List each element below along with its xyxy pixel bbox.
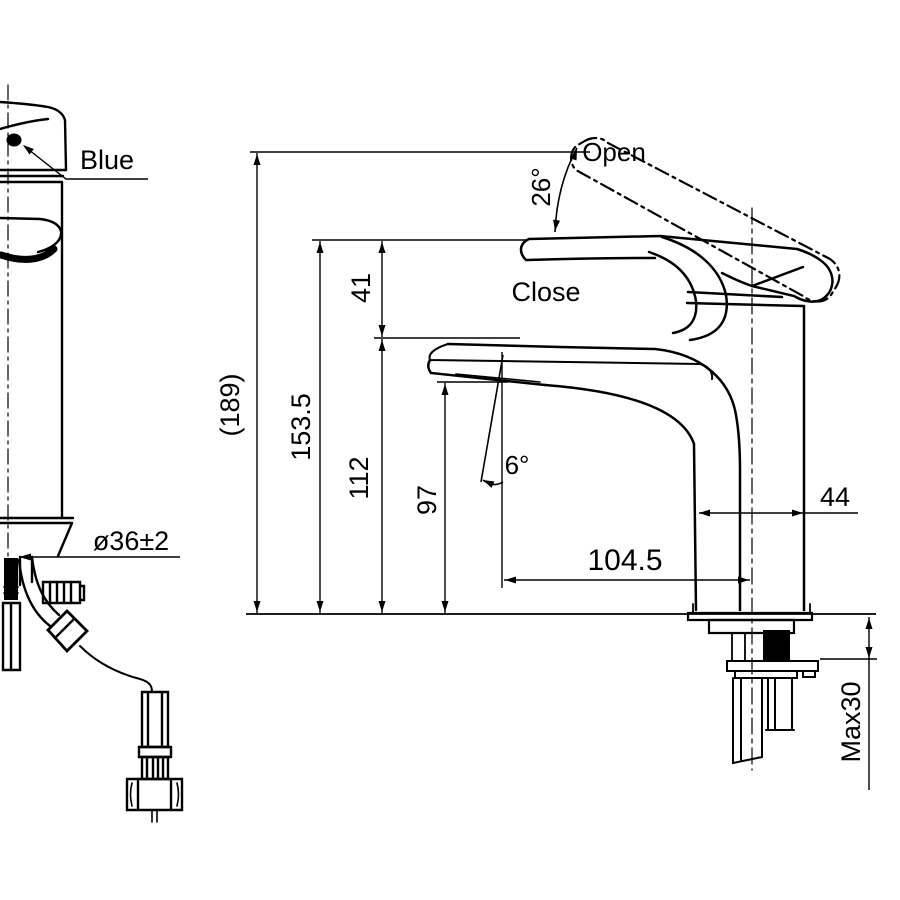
side-shank-lines (731, 632, 746, 662)
arrow (253, 601, 261, 612)
front-spout-outline (0, 216, 63, 254)
side-lever-hook-outer (660, 235, 729, 342)
label-max-thickness: Max30 (836, 681, 866, 762)
dim-outlet-to-center: 104.5 (587, 544, 662, 577)
arrow (316, 601, 324, 612)
side-aerator-inner (455, 373, 541, 383)
dim-body-depth: 44 (820, 482, 850, 512)
front-elbow-inner (30, 555, 61, 617)
side-thread (763, 630, 790, 661)
label-spout-diameter: ø36±2 (93, 526, 169, 556)
arrow (378, 340, 386, 351)
side-aerator-front (426, 358, 547, 387)
label-close: Close (511, 277, 580, 307)
side-cartridge-cap (685, 290, 805, 308)
side-base-plate (686, 611, 814, 622)
dim-outlet-height: 97 (412, 485, 442, 515)
front-handle-top (0, 100, 68, 172)
side-lever-hook-inner (647, 250, 698, 335)
arrow (792, 509, 803, 517)
arrow (865, 647, 873, 658)
label-blue: Blue (80, 145, 134, 175)
front-fitting-collar (137, 745, 173, 759)
side-nut (726, 660, 819, 679)
side-body-left-curve (543, 383, 698, 612)
dim-26-arc (554, 147, 578, 233)
front-flange (0, 516, 75, 558)
arrow (699, 509, 710, 517)
side-tailpiece-left (732, 677, 763, 765)
front-fitting-nut-side (129, 782, 180, 807)
front-elbow-connector (46, 609, 89, 654)
arrow (505, 576, 516, 584)
front-spout-lip (0, 245, 58, 263)
arrow (483, 480, 495, 488)
arrow (441, 601, 449, 612)
front-elbow-outer (17, 558, 52, 628)
label-open-angle: 26° (526, 167, 556, 206)
dim-overall-height: (189) (215, 373, 245, 436)
front-fitting-stub (151, 809, 158, 823)
arrow (316, 242, 324, 253)
front-fitting-tube (140, 690, 170, 749)
dim-height-lever-top: 153.5 (286, 393, 316, 461)
front-left-hose-joint (3, 586, 19, 594)
arrow (378, 242, 386, 253)
side-lever-open-phantom (570, 136, 841, 303)
dim-body-top: 112 (344, 456, 374, 499)
front-view (0, 84, 184, 823)
label-open: Open (582, 137, 646, 167)
arrow (738, 576, 749, 584)
leader-blue (23, 145, 148, 180)
dimension-arrows (19, 145, 873, 658)
side-spout-top (446, 342, 742, 612)
dim-6-slant (480, 354, 504, 483)
arrow (23, 145, 34, 155)
side-base-flare (692, 603, 811, 614)
side-spout-mid-contour (428, 343, 714, 380)
arrow (569, 149, 577, 161)
front-elbow-connector-line (53, 617, 76, 640)
side-view (426, 136, 841, 771)
arrow (553, 219, 560, 231)
front-fitting-nut (125, 777, 184, 812)
arrow (378, 601, 386, 612)
arrow (378, 325, 386, 336)
dim-lever-zone: 41 (346, 273, 376, 303)
blue-indicator-dot (6, 133, 22, 147)
arrow (19, 553, 31, 561)
side-collar (707, 618, 796, 635)
front-fitting-ribs (140, 755, 170, 781)
arrow (865, 618, 873, 629)
arrow (253, 154, 261, 165)
label-aerator-angle: 6° (505, 450, 530, 480)
front-check-valve (41, 580, 86, 605)
side-tailpiece-right (765, 677, 795, 731)
front-handle-contour (0, 117, 50, 131)
side-lever-underside (525, 256, 657, 262)
front-left-hose-dark (4, 558, 18, 600)
front-left-hose-tube (1, 601, 22, 672)
side-lever-butt-bottom (750, 265, 805, 288)
front-hose-curve (79, 645, 153, 693)
dimension-lines (20, 145, 877, 790)
labels: Blue Open Close 26° 6° ø36±2 Max30 (189)… (80, 137, 866, 763)
arrow (441, 384, 449, 395)
